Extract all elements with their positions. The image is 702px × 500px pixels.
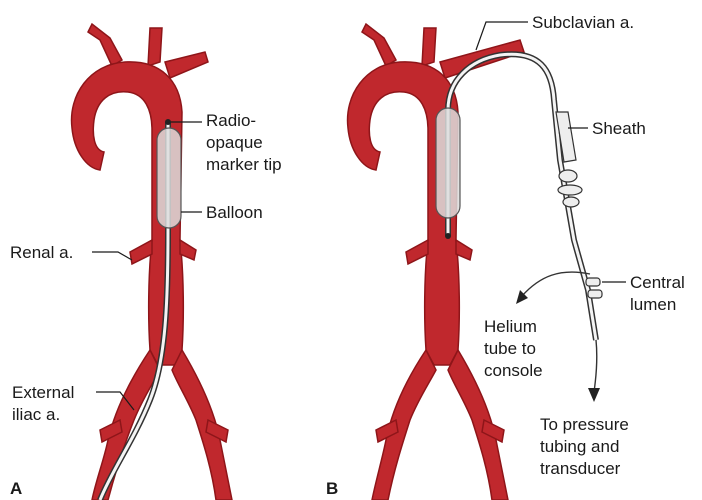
balloon-b — [436, 108, 460, 218]
balloon-label: Balloon — [206, 203, 263, 222]
balloon-a — [157, 128, 181, 228]
marker-tip-b — [445, 233, 451, 239]
panel-label-a: A — [10, 479, 22, 498]
subclavian-label: Subclavian a. — [532, 13, 634, 32]
panel-label-b: B — [326, 479, 338, 498]
helium-tube — [522, 272, 590, 296]
external-iliac-label: External iliac a. — [12, 383, 79, 424]
pressure-arrow — [588, 388, 600, 402]
aorta-b — [348, 24, 524, 500]
renal-artery-label: Renal a. — [10, 243, 73, 262]
marker-tip-a — [165, 119, 171, 125]
panel-b: Subclavian a. Sheath Central lumen Heliu… — [326, 13, 690, 500]
panel-a: Radio- opaque marker tip Balloon Renal a… — [10, 24, 282, 500]
leader-renal — [92, 252, 132, 260]
connector-hub — [558, 170, 582, 207]
central-lumen-label: Central lumen — [630, 273, 690, 314]
helium-tube-label: Helium tube to console — [484, 317, 543, 380]
aorta-a — [72, 24, 232, 500]
sheath-label: Sheath — [592, 119, 646, 138]
pressure-tubing — [594, 340, 597, 392]
marker-tip-label: Radio- opaque marker tip — [206, 111, 282, 174]
pressure-tubing-label: To pressure tubing and transducer — [540, 415, 634, 478]
